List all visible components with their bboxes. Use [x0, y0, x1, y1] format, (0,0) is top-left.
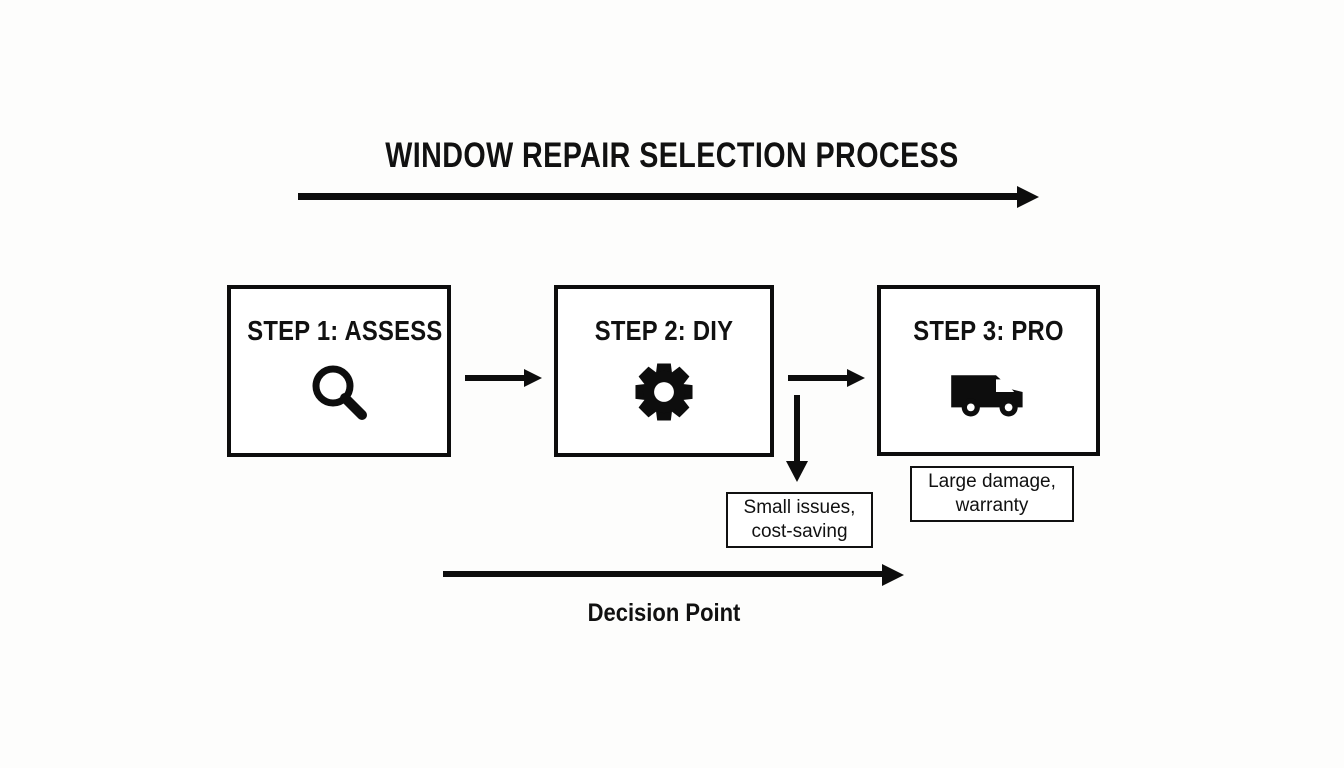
connector-1-2-arrowhead-icon [524, 369, 542, 387]
step-box-2[interactable]: STEP 2: DIY [554, 285, 774, 457]
step-box-3[interactable]: STEP 3: PRO [877, 285, 1100, 456]
step-3-icon-wrap [881, 357, 1096, 427]
step-3-label: STEP 3: PRO [913, 315, 1064, 346]
step-2-label: STEP 2: DIY [594, 315, 734, 346]
decision-point-caption: Decision Point [587, 599, 741, 627]
note-diy-line-1: Small issues, [743, 497, 856, 518]
gear-icon [635, 363, 693, 421]
page-title: WINDOW REPAIR SELECTION PROCESS [385, 136, 959, 175]
connector-2-3-line [788, 375, 850, 381]
process-direction-arrowhead-icon [1017, 186, 1039, 208]
decision-flow-arrow-line [443, 571, 885, 577]
step-1-label: STEP 1: ASSESS [247, 315, 443, 346]
magnifier-icon [312, 365, 367, 420]
connector-2-note-line [794, 395, 800, 463]
connector-1-2-line [465, 375, 527, 381]
step-2-icon-wrap [558, 357, 770, 427]
note-box-diy[interactable]: Small issues, cost-saving [726, 492, 873, 548]
process-direction-arrow-line [298, 193, 1020, 200]
note-diy-line-2: cost-saving [751, 521, 848, 542]
connector-2-3-arrowhead-icon [847, 369, 865, 387]
note-pro-line-1: Large damage, [928, 471, 1056, 492]
decision-flow-arrowhead-icon [882, 564, 904, 586]
van-icon [950, 375, 1023, 417]
note-box-pro[interactable]: Large damage, warranty [910, 466, 1074, 522]
step-1-icon-wrap [231, 357, 447, 427]
connector-2-note-arrowhead-icon [786, 461, 808, 482]
step-box-1[interactable]: STEP 1: ASSESS [227, 285, 451, 457]
note-pro-line-2: warranty [955, 495, 1029, 516]
